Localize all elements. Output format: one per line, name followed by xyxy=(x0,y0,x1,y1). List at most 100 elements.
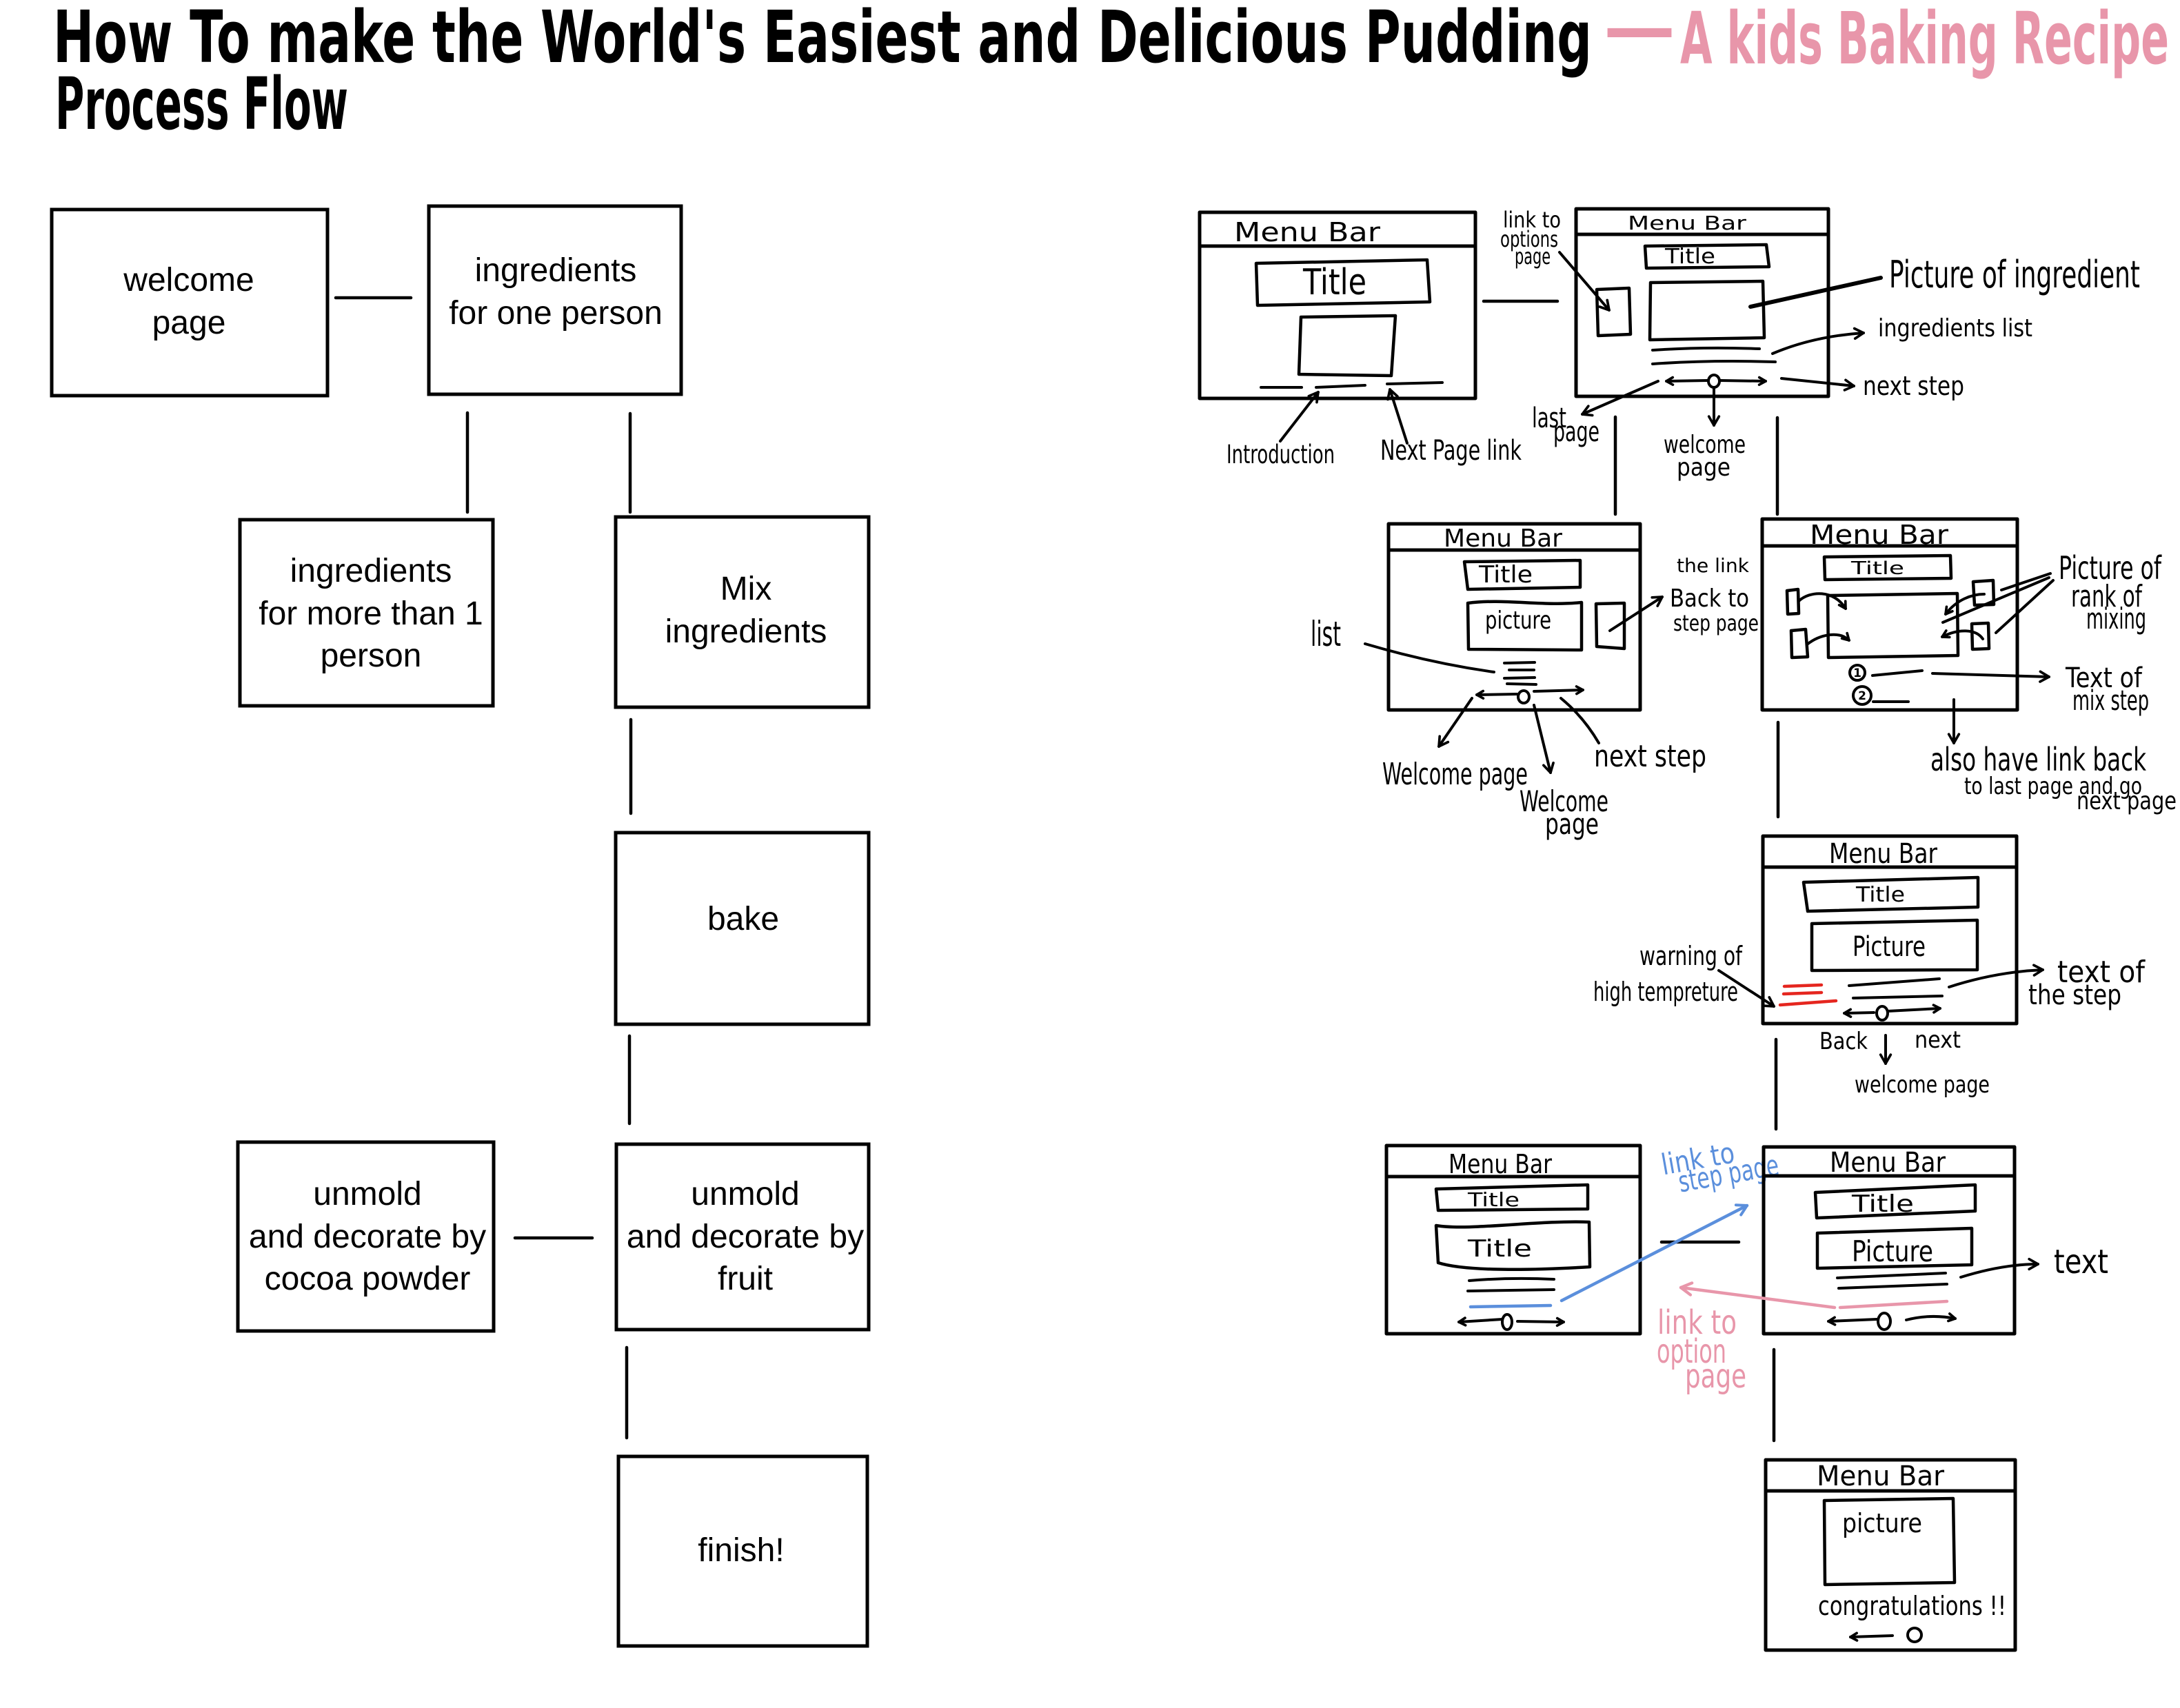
next-step-pointer-arrow xyxy=(1780,377,1855,392)
step-text-line xyxy=(1837,1283,1948,1290)
ingredients-list-note: ingredients list xyxy=(1878,314,2032,343)
back-to-step-link-button xyxy=(1594,601,1626,651)
process-flow: welcome page ingredients for one person … xyxy=(50,204,871,1648)
flow-step-label: finish! xyxy=(698,1532,784,1569)
flow-step-label: for one person xyxy=(449,295,663,332)
congratulations-message: congratulations !! xyxy=(1818,1591,2006,1621)
next-step-pointer-line xyxy=(1560,697,1600,744)
last-page-note: last xyxy=(1532,403,1566,434)
page-subtitle: Process Flow xyxy=(55,62,348,146)
menu-bar-label: Menu Bar xyxy=(1234,217,1380,247)
flow-step-mix-ingredients: Mix ingredients xyxy=(614,515,871,709)
introduction-text-line xyxy=(1315,384,1366,389)
ingredients-list-line xyxy=(1651,360,1777,365)
pictures-note: Picture of xyxy=(2059,549,2162,587)
wireframe-finish: Menu Bar picture congratulations !! xyxy=(1764,1458,2017,1652)
flow-step-label: Mix xyxy=(720,571,772,607)
back-link-note: Back to xyxy=(1670,584,1749,613)
last-page-note: page xyxy=(1553,416,1599,448)
next-note: next xyxy=(1915,1026,1961,1054)
pictures-note: rank of xyxy=(2071,579,2143,614)
step-page-link-line xyxy=(1469,1303,1553,1309)
step-text-pointer-arrow xyxy=(1948,964,2044,988)
step-text-line xyxy=(1871,669,1924,677)
option-page-link-line xyxy=(1838,1299,1949,1310)
next-page-arrow-icon xyxy=(1719,376,1767,387)
welcome-page-note: Welcome xyxy=(1520,784,1608,818)
flow-step-box xyxy=(238,518,495,708)
option-page-link-note-line: page xyxy=(1685,1357,1746,1396)
welcome-page-note: page xyxy=(1677,454,1730,482)
flow-step-label: person xyxy=(321,638,422,674)
previous-page-arrow-icon xyxy=(1665,376,1709,387)
flow-step-ingredients-more-people: ingredients for more than 1 person xyxy=(238,518,495,708)
title-label: Title xyxy=(1302,262,1366,303)
options-link-button xyxy=(1595,286,1633,338)
next-step-note: next step xyxy=(1863,371,1964,401)
menu-bar-label: Menu Bar xyxy=(1444,525,1562,553)
flow-step-unmold-fruit: unmold and decorate by fruit xyxy=(614,1142,871,1332)
text-note: text xyxy=(2054,1243,2108,1281)
step-text-line xyxy=(1848,977,1941,987)
navigation-note: to last page and go xyxy=(1964,773,2142,800)
ingredient-picture-placeholder xyxy=(1648,279,1766,342)
picture-of-ingredient-note: Picture of ingredient xyxy=(1889,253,2140,296)
previous-page-arrow-icon xyxy=(1475,689,1518,700)
step-text-note: text of xyxy=(2057,955,2146,990)
previous-page-arrow-icon xyxy=(1849,1631,1894,1642)
step-text-note: mix step xyxy=(2072,685,2149,717)
ingredient-thumbnail xyxy=(1971,578,1996,607)
ingredient-list-line xyxy=(1503,661,1536,664)
back-link-note: the link xyxy=(1677,554,1750,577)
temperature-warning-line xyxy=(1782,983,1824,988)
step-text-note: Text of xyxy=(2065,662,2143,694)
home-dot-icon xyxy=(1875,1005,1889,1021)
picture-label: Picture xyxy=(1853,931,1926,963)
step-text-line xyxy=(1852,995,1944,999)
step-text-pointer-arrow xyxy=(1931,670,2050,683)
flow-step-finish: finish! xyxy=(616,1454,869,1648)
wireframe-bake: Menu Bar Title Picture warning of high t… xyxy=(1593,834,2146,1099)
title-separator-dash: — xyxy=(1604,0,1675,70)
last-page-pointer-arrow xyxy=(1581,380,1659,417)
flow-step-unmold-cocoa: unmold and decorate by cocoa powder xyxy=(236,1140,496,1333)
flow-step-label: unmold xyxy=(691,1176,799,1212)
wireframe-ingredients-one-person: Menu Bar Title link to options page Pict… xyxy=(1500,207,2140,482)
warning-note: high tempreture xyxy=(1593,977,1738,1007)
navigation-note: also have link back xyxy=(1930,741,2146,778)
next-page-link-pointer-arrow xyxy=(1386,388,1409,445)
title-box xyxy=(1801,875,1980,913)
pictures-pointer-line xyxy=(2000,572,2052,591)
flow-step-label: and decorate by xyxy=(249,1219,486,1255)
flow-step-label: ingredients xyxy=(665,613,827,650)
options-link-note: link to xyxy=(1503,207,1561,233)
wireframe-frame xyxy=(1762,1145,2017,1336)
back-note: Back xyxy=(1819,1028,1868,1055)
options-link-note: options xyxy=(1500,226,1558,252)
next-page-link-line xyxy=(1386,381,1444,385)
text-pointer-arrow xyxy=(1959,1257,2039,1279)
second-title-box xyxy=(1434,1220,1592,1272)
header: How To make the World's Easiest and Deli… xyxy=(53,0,2169,146)
introduction-note: Introduction xyxy=(1227,440,1335,469)
flow-step-box xyxy=(616,1454,869,1648)
title-box xyxy=(1254,258,1432,307)
welcome-page-note: page xyxy=(1545,807,1599,841)
home-dot-icon xyxy=(1517,689,1531,704)
navigation-note: next page xyxy=(2077,787,2177,815)
wireframe-frame xyxy=(1574,207,1830,398)
picture-placeholder xyxy=(1810,918,1979,973)
flow-step-label: for more than 1 xyxy=(259,596,483,632)
ingredients-list-line xyxy=(1651,346,1761,352)
flow-step-label: unmold xyxy=(313,1176,421,1212)
flow-step-label: ingredients xyxy=(475,252,637,289)
welcome-page-pointer-arrow xyxy=(1437,697,1473,748)
menu-bar-label: Menu Bar xyxy=(1830,1147,1946,1179)
title-box xyxy=(1813,1183,1977,1220)
pictures-note: mixing xyxy=(2086,602,2146,636)
next-page-arrow-icon xyxy=(1886,1004,1941,1014)
previous-page-arrow-icon xyxy=(1457,1316,1504,1327)
option-page-link-arrow xyxy=(1679,1281,1837,1310)
pictures-pointer-line xyxy=(1995,579,2055,634)
